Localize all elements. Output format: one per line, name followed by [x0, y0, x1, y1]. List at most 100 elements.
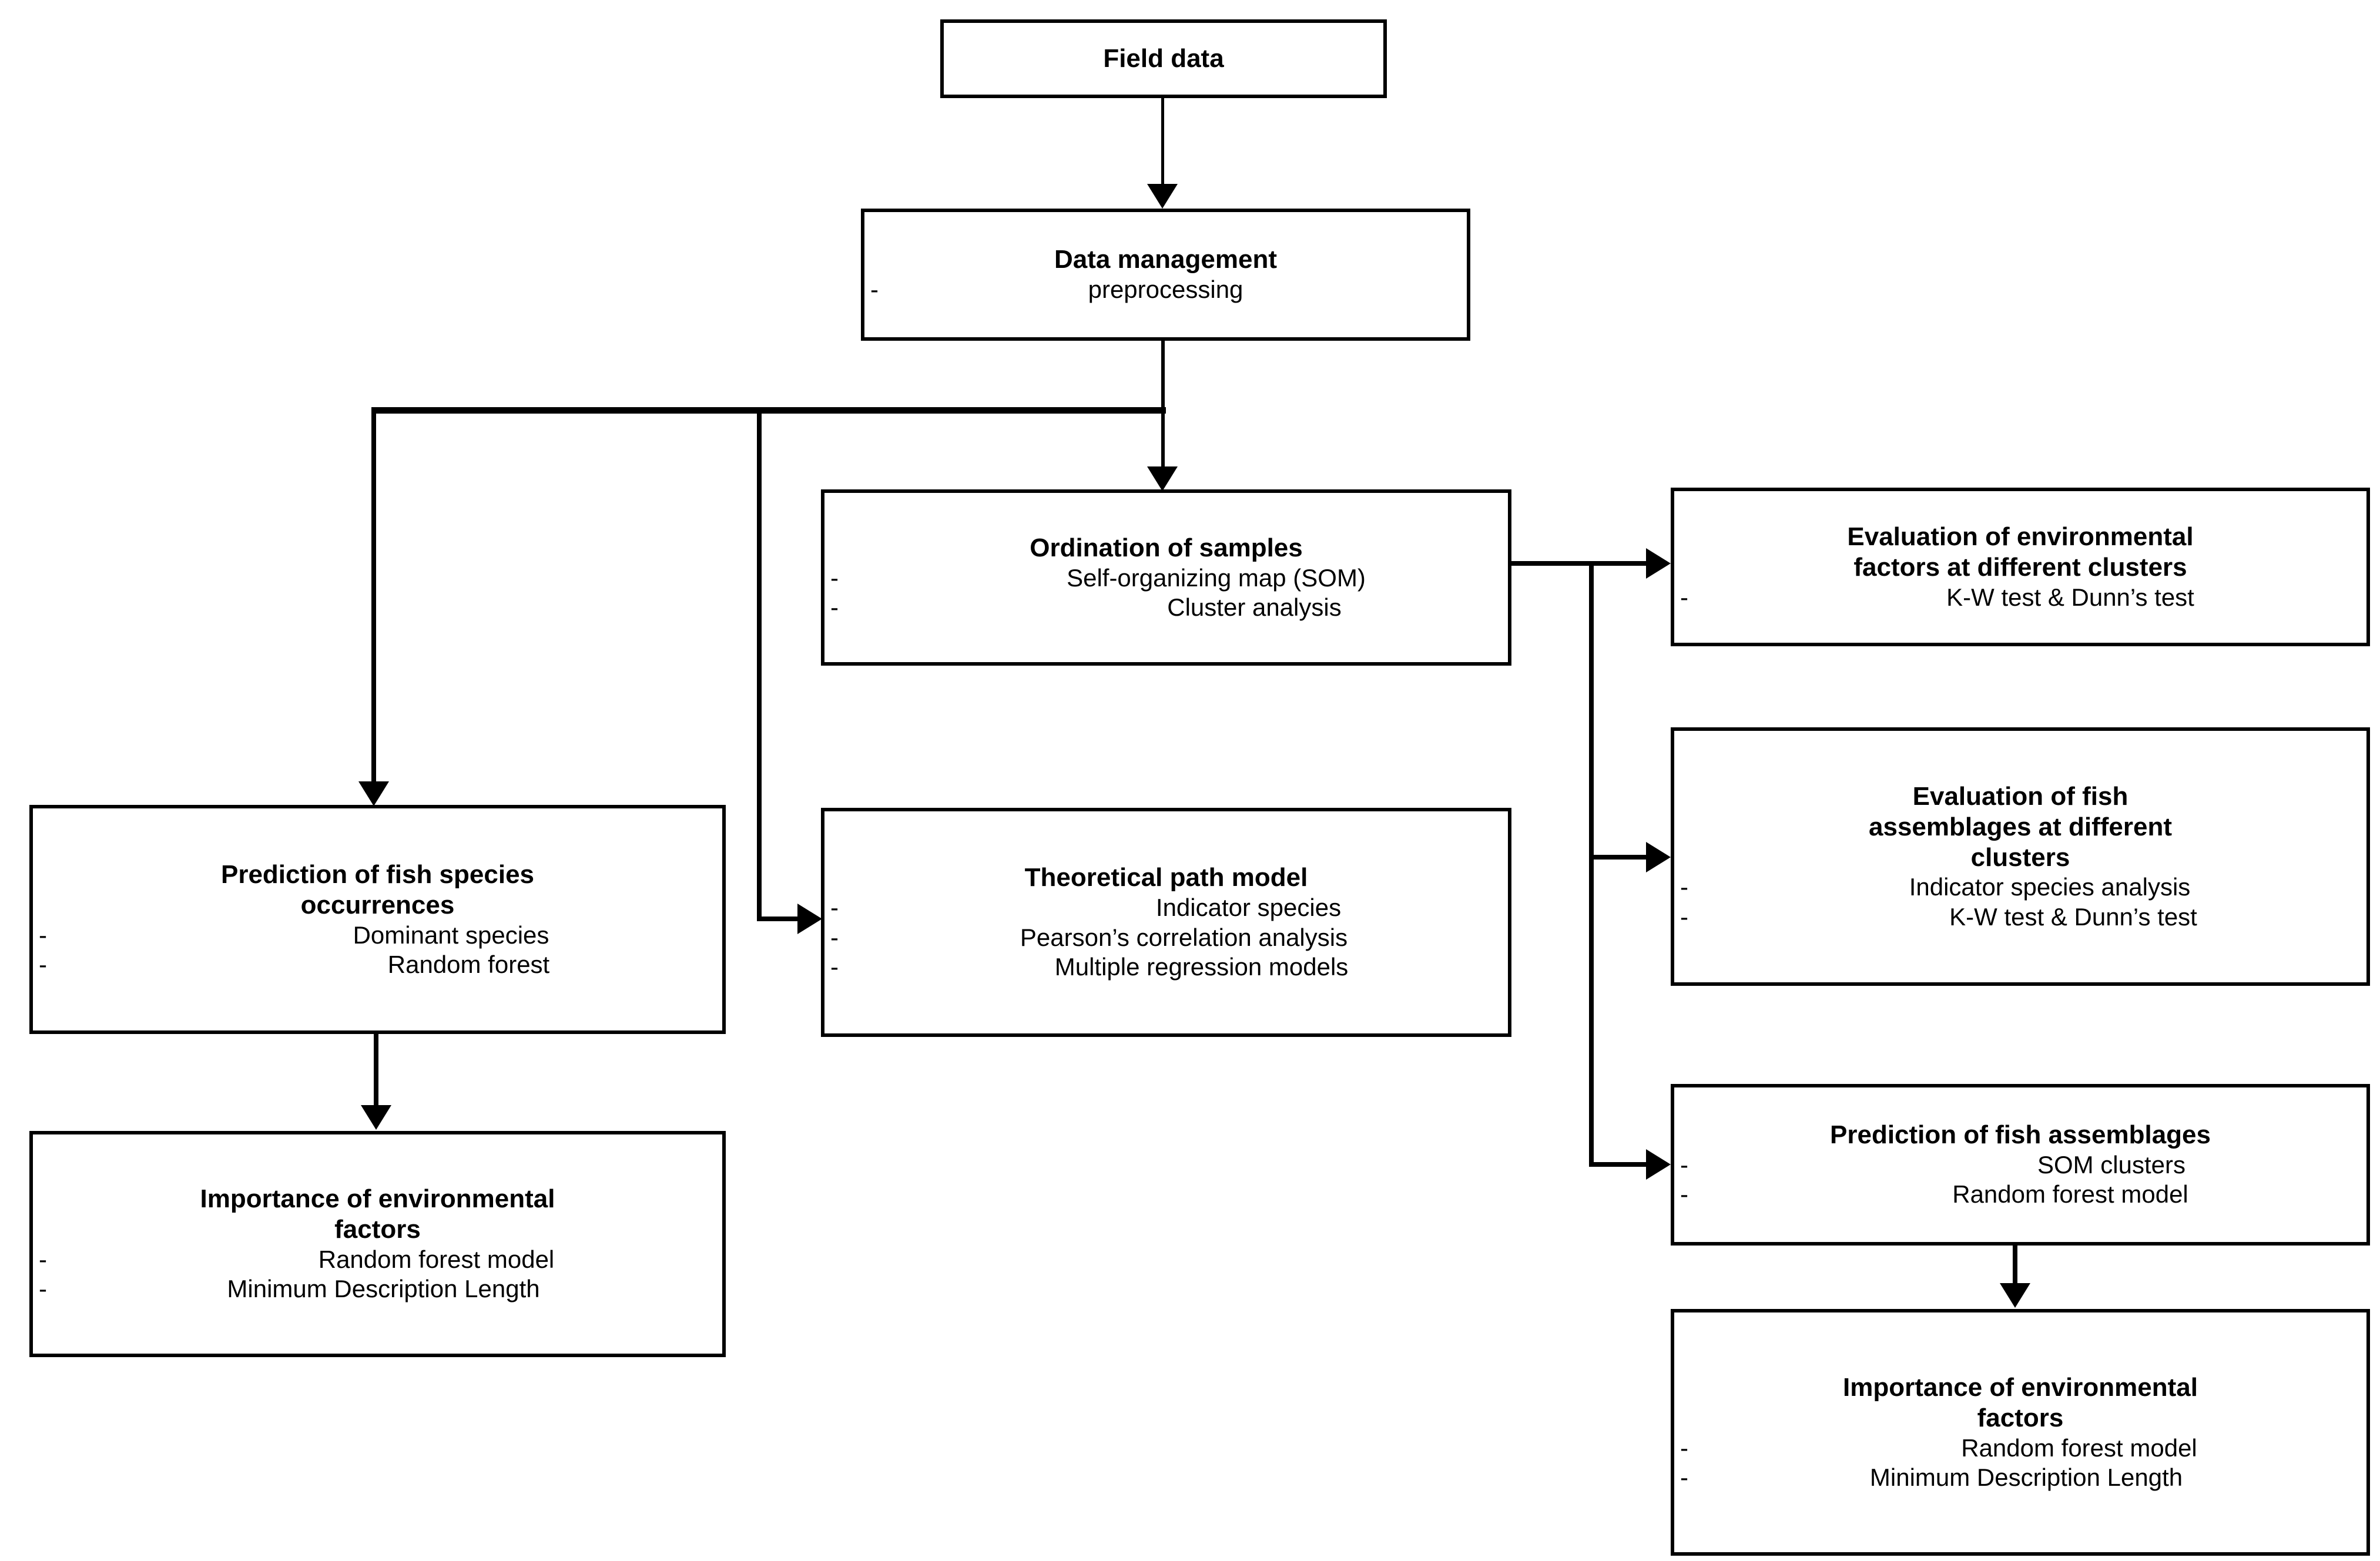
- node-imp-env-right-title: Importance of environmental factors: [1843, 1372, 2198, 1432]
- edge-right-bus-to-eval-fish-arrowhead: [1646, 842, 1671, 872]
- bullet-dash: -: [39, 1246, 47, 1274]
- edge-management-stem: [1161, 341, 1165, 414]
- bullet-text: Indicator species analysis: [1909, 873, 2191, 901]
- bullet-text: Cluster analysis: [1167, 593, 1342, 621]
- node-ordination-of-samples[interactable]: Ordination of samples - Self-organizing …: [821, 489, 1511, 666]
- node-eval-fish-title: Evaluation of fish assemblages at differ…: [1869, 781, 2172, 872]
- node-imp-env-left-bullets: - Random forest model - Minimum Descript…: [39, 1245, 716, 1304]
- bullet-row: - Random forest model: [1680, 1434, 2361, 1463]
- node-data-management[interactable]: Data management - preprocessing: [861, 209, 1470, 341]
- bullet-text: Pearson’s correlation analysis: [1020, 923, 1348, 951]
- edge-right-bus-to-pred-assemb-arrowhead: [1646, 1149, 1671, 1180]
- bullet-text: Random forest model: [1961, 1434, 2197, 1462]
- node-importance-of-environmental-factors-left[interactable]: Importance of environmental factors - Ra…: [29, 1131, 726, 1357]
- edge-right-bus-to-eval-env-arrowhead: [1646, 548, 1671, 579]
- node-ordination-title: Ordination of samples: [1030, 533, 1303, 562]
- node-eval-fish-bullets: - Indicator species analysis - K-W test …: [1680, 872, 2361, 932]
- node-evaluation-of-fish-assemblages[interactable]: Evaluation of fish assemblages at differ…: [1671, 727, 2370, 986]
- bullet-text: Dominant species: [353, 921, 549, 949]
- edge-management-to-ordination-stem: [1161, 411, 1165, 470]
- bullet-row: - SOM clusters: [1680, 1150, 2361, 1180]
- bullet-row: - K-W test & Dunn’s test: [1680, 583, 2361, 612]
- bullet-dash: -: [1680, 873, 1688, 901]
- bullet-text: Random forest model: [1952, 1180, 2188, 1208]
- node-field-data[interactable]: Field data: [940, 19, 1387, 98]
- node-imp-env-right-bullets: - Random forest model - Minimum Descript…: [1680, 1434, 2361, 1493]
- edge-bus-to-path-model-drop: [757, 410, 762, 921]
- edge-right-bus-vertical: [1589, 561, 1594, 1166]
- node-prediction-of-fish-assemblages[interactable]: Prediction of fish assemblages - SOM clu…: [1671, 1084, 2370, 1246]
- bullet-row: - Dominant species: [39, 921, 716, 950]
- bullet-row: - preprocessing: [870, 275, 1461, 304]
- bullet-text: K-W test & Dunn’s test: [1949, 902, 2197, 931]
- bullet-text: Indicator species: [1155, 894, 1342, 922]
- bullet-text: Minimum Description Length: [227, 1275, 540, 1303]
- edge-pred-species-to-imp-env-left: [374, 1034, 378, 1109]
- node-path-model-bullets: - Indicator species - Pearson’s correlat…: [830, 893, 1502, 982]
- bullet-dash: -: [1680, 1463, 1688, 1491]
- bullet-text: preprocessing: [1088, 276, 1243, 304]
- node-pred-assemb-bullets: - SOM clusters - Random forest model: [1680, 1150, 2361, 1210]
- bullet-dash: -: [830, 563, 839, 592]
- bullet-text: Minimum Description Length: [1869, 1463, 2183, 1491]
- edge-bus-to-pred-species-drop: [371, 410, 376, 786]
- bullet-row: - Indicator species: [830, 893, 1502, 922]
- bullet-row: - Indicator species analysis: [1680, 872, 2361, 902]
- node-pred-species-bullets: - Dominant species - Random forest: [39, 921, 716, 980]
- edge-field-to-management-stem: [1161, 98, 1164, 185]
- bullet-dash: -: [830, 593, 839, 621]
- edge-pred-assemb-to-imp-env-right: [2013, 1246, 2017, 1287]
- bullet-text: Random forest model: [318, 1246, 555, 1274]
- bullet-row: - Random forest model: [39, 1245, 716, 1274]
- bullet-text: Multiple regression models: [1054, 953, 1349, 981]
- node-prediction-of-fish-species-occurrences[interactable]: Prediction of fish species occurrences -…: [29, 805, 726, 1034]
- bullet-row: - Self-organizing map (SOM): [830, 563, 1502, 593]
- bullet-row: - Random forest model: [1680, 1180, 2361, 1209]
- bullet-dash: -: [1680, 1180, 1688, 1208]
- edge-bus-to-path-model-run: [757, 917, 804, 921]
- node-path-model-title: Theoretical path model: [1024, 863, 1308, 892]
- bullet-row: - K-W test & Dunn’s test: [1680, 902, 2361, 932]
- bullet-dash: -: [1680, 583, 1688, 611]
- edge-management-bus: [371, 407, 1166, 414]
- bullet-text: K-W test & Dunn’s test: [1946, 583, 2194, 611]
- bullet-row: - Cluster analysis: [830, 593, 1502, 622]
- node-data-management-bullets: - preprocessing: [870, 275, 1461, 304]
- bullet-dash: -: [830, 953, 839, 981]
- bullet-text: Self-organizing map (SOM): [1067, 563, 1366, 592]
- bullet-dash: -: [39, 950, 47, 978]
- bullet-dash: -: [39, 921, 47, 949]
- node-data-management-title: Data management: [1054, 245, 1277, 274]
- bullet-row: - Multiple regression models: [830, 952, 1502, 982]
- edge-pred-species-to-imp-env-left-arrowhead: [361, 1105, 391, 1130]
- node-ordination-bullets: - Self-organizing map (SOM) - Cluster an…: [830, 563, 1502, 623]
- bullet-dash: -: [1680, 1434, 1688, 1462]
- edge-right-bus-to-eval-env: [1589, 561, 1654, 566]
- bullet-row: - Pearson’s correlation analysis: [830, 923, 1502, 952]
- bullet-text: Random forest: [387, 950, 550, 978]
- node-theoretical-path-model[interactable]: Theoretical path model - Indicator speci…: [821, 808, 1511, 1037]
- edge-field-to-management-arrowhead: [1147, 184, 1178, 209]
- bullet-dash: -: [1680, 902, 1688, 931]
- node-pred-assemb-title: Prediction of fish assemblages: [1830, 1120, 2211, 1150]
- node-field-data-title: Field data: [1103, 44, 1224, 73]
- edge-right-bus-to-eval-fish: [1589, 855, 1654, 860]
- node-eval-env-bullets: - K-W test & Dunn’s test: [1680, 583, 2361, 612]
- edge-pred-assemb-to-imp-env-right-arrowhead: [2000, 1283, 2030, 1308]
- edge-ordination-out: [1511, 561, 1594, 566]
- edge-right-bus-to-pred-assemb: [1589, 1162, 1654, 1167]
- bullet-dash: -: [830, 923, 839, 951]
- bullet-dash: -: [39, 1275, 47, 1303]
- bullet-dash: -: [830, 894, 839, 922]
- bullet-row: - Random forest: [39, 950, 716, 979]
- node-eval-env-title: Evaluation of environmental factors at d…: [1847, 522, 2194, 582]
- edge-management-to-ordination-arrowhead: [1147, 466, 1178, 491]
- edge-bus-to-pred-species-arrowhead: [358, 781, 389, 806]
- edge-bus-to-path-model-arrowhead: [797, 904, 822, 934]
- node-importance-of-environmental-factors-right[interactable]: Importance of environmental factors - Ra…: [1671, 1309, 2370, 1556]
- bullet-row: - Minimum Description Length: [1680, 1463, 2361, 1492]
- node-pred-species-title: Prediction of fish species occurrences: [220, 860, 535, 919]
- node-evaluation-of-environmental-factors[interactable]: Evaluation of environmental factors at d…: [1671, 488, 2370, 646]
- bullet-row: - Minimum Description Length: [39, 1274, 716, 1304]
